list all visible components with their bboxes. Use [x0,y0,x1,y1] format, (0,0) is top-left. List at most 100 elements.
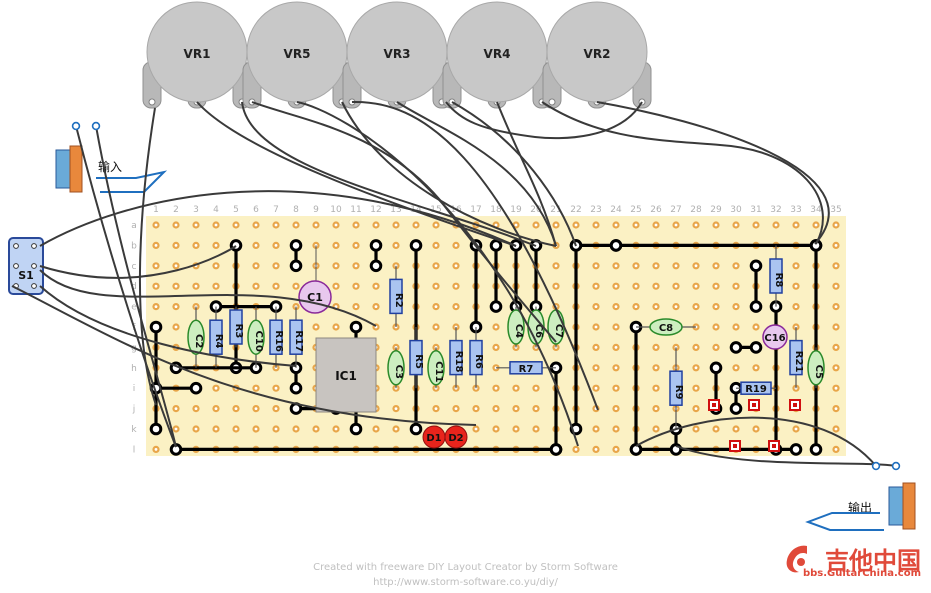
pad-hole [614,386,618,390]
column-number-20: 20 [530,205,542,215]
pad-hole [714,325,718,329]
row-letter-d: d [131,282,137,292]
column-number-17: 17 [470,205,481,215]
wire [635,416,877,467]
column-number-10: 10 [330,205,342,215]
pot-lug-hole [548,98,556,106]
part-body [769,258,783,294]
pad-hole [694,305,698,308]
wire [39,245,237,279]
pad-hole [834,407,838,410]
cut-marker-dot [772,444,776,448]
column-number-9: 9 [313,205,319,215]
column-number-31: 31 [750,205,761,215]
pad-hole [514,407,518,410]
pad-hole [714,264,718,268]
capacitor-c5: C5 [807,347,825,389]
switch-lug [13,263,19,269]
pot-label: VR2 [584,47,611,61]
link-end [409,239,423,252]
row-letter-l: l [133,445,136,455]
pad-hole [254,284,258,288]
part-body [807,350,825,386]
pad-hole [614,407,618,410]
column-number-11: 11 [350,205,361,215]
ic-label: IC1 [335,369,357,383]
switch-s1: S1 [8,237,44,295]
pad-hole [794,223,798,227]
row-letter-a: a [131,221,137,231]
pad-hole [654,346,658,349]
column-number-32: 32 [770,205,781,215]
wire [445,101,643,140]
link-end [729,341,743,354]
wire [351,100,599,411]
part-label: C2 [193,334,204,348]
pad-hole [194,223,198,227]
column-number-4: 4 [213,205,219,215]
pad-hole [374,284,378,288]
pad-hole [214,386,218,390]
jack-sleeve [888,486,904,526]
part-label: R17 [293,330,304,352]
link-end [809,239,823,252]
pad-hole [294,427,298,431]
pad-hole [774,223,778,227]
pot-label: VR5 [284,47,311,61]
pad-hole [274,223,278,227]
pad-hole [154,264,158,268]
pad-hole [694,264,698,268]
pad-hole [194,427,198,431]
pot-vr3: VR3 [342,1,452,109]
part-body [187,319,205,355]
link-end [409,422,423,436]
part-label: C8 [659,323,673,334]
pad-hole [654,223,658,227]
column-number-35: 35 [830,205,841,215]
resistor-r21: R21 [789,327,804,389]
wire [596,101,830,245]
pad-hole [454,305,458,308]
link-end [149,422,163,436]
jack-label: 输出 [848,500,872,515]
pad-hole [594,223,598,227]
part-label: C3 [393,365,404,379]
pad-hole [794,264,798,268]
pad-hole [494,407,498,410]
pad-hole [754,427,758,431]
pad-hole [194,244,198,247]
wire [296,101,579,447]
part-label: C6 [533,324,544,338]
row-letter-b: b [131,241,137,251]
pad-hole [834,386,838,390]
pad-hole [694,223,698,227]
pad-hole [714,346,718,349]
pad-hole [414,223,418,227]
part-body [427,350,445,386]
pad-hole [374,223,378,227]
jack-terminal [871,461,881,471]
wire [496,101,557,247]
column-number-1: 1 [153,205,159,215]
pad-hole [454,407,458,410]
capacitor-c2: C2 [187,306,205,368]
column-number-22: 22 [570,205,581,215]
pad-hole [274,264,278,268]
link-end [289,259,303,273]
pad-hole [734,305,738,308]
pad-hole [794,305,798,308]
part-label: D2 [448,433,463,444]
capacitor-c10: C10 [247,306,265,368]
output-jack: 输出 [848,482,916,530]
part-label: C1 [307,291,323,304]
jack-sleeve [55,149,71,189]
link-end [749,341,763,354]
column-number-18: 18 [490,205,502,215]
pad-hole [694,284,698,288]
jack-body [902,482,916,530]
pad-hole [494,325,498,329]
capacitor-c3: C3 [387,347,405,389]
part-label: C5 [813,365,824,379]
pad-hole [454,244,458,247]
output-jack-tab [805,512,884,531]
